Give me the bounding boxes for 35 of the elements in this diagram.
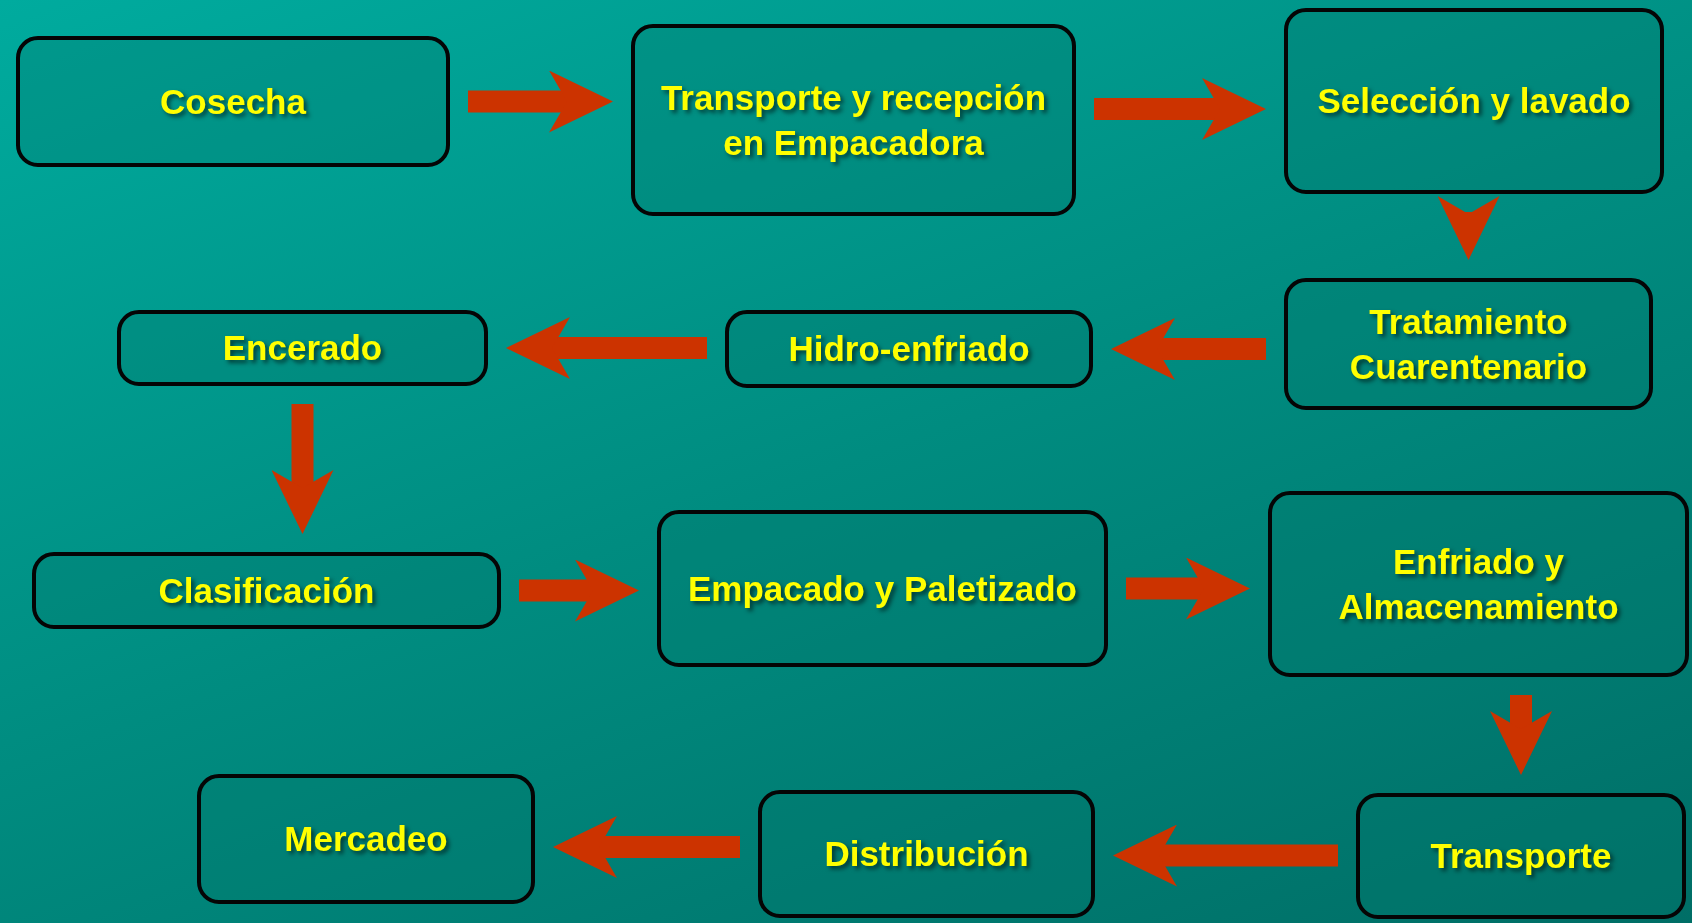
process-label: Distribución bbox=[824, 833, 1029, 876]
arrow bbox=[1111, 318, 1266, 380]
process-box bbox=[725, 310, 1093, 388]
process-label: Cosecha bbox=[160, 80, 306, 123]
process-box bbox=[657, 510, 1108, 667]
process-box bbox=[32, 552, 501, 629]
process-label: Tratamiento Cuarentenario bbox=[1348, 300, 1589, 388]
process-label: Empacado y Paletizado bbox=[688, 567, 1077, 610]
arrow bbox=[271, 404, 334, 534]
process-box bbox=[1268, 491, 1689, 677]
process-box bbox=[1356, 793, 1686, 919]
arrow bbox=[519, 559, 639, 622]
process-label: Hidro-enfriado bbox=[788, 328, 1030, 371]
arrow bbox=[1126, 557, 1250, 620]
process-label: Selección y lavado bbox=[1317, 80, 1631, 123]
process-label: Clasificación bbox=[158, 569, 375, 612]
process-label: Transporte y recepción en Empacadora bbox=[659, 76, 1048, 164]
arrow bbox=[1437, 196, 1500, 260]
process-label: Encerado bbox=[222, 327, 383, 370]
process-box bbox=[197, 774, 535, 904]
process-box bbox=[758, 790, 1095, 918]
arrow bbox=[1490, 695, 1552, 775]
process-label: Transporte bbox=[1430, 835, 1612, 878]
process-label: Mercadeo bbox=[284, 818, 448, 861]
process-box bbox=[117, 310, 488, 386]
arrow bbox=[1113, 824, 1338, 887]
arrow bbox=[506, 317, 707, 379]
arrow bbox=[1094, 78, 1266, 140]
arrow bbox=[468, 70, 613, 133]
process-box bbox=[16, 36, 450, 167]
process-label: Enfriado y Almacenamiento bbox=[1337, 540, 1620, 628]
arrow bbox=[553, 816, 740, 878]
process-box bbox=[1284, 8, 1664, 194]
process-box bbox=[1284, 278, 1653, 410]
process-box bbox=[631, 24, 1076, 216]
